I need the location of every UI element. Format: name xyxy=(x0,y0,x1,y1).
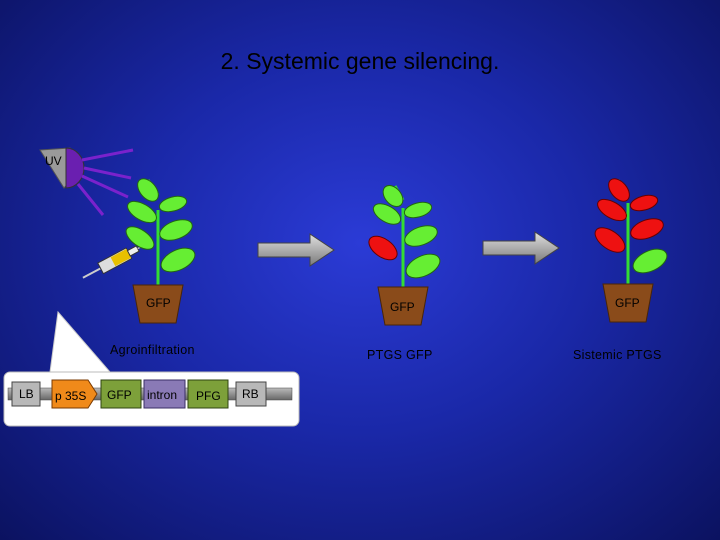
construct-pfg xyxy=(187,379,229,409)
construct-promoter xyxy=(51,379,98,409)
construct-label: intron xyxy=(147,388,177,402)
construct-rb xyxy=(235,381,267,407)
construct-label: p 35S xyxy=(55,389,86,403)
construct-lb xyxy=(11,381,41,407)
caption-systemic-ptgs: Sistemic PTGS xyxy=(573,348,662,362)
uv-label: UV xyxy=(45,154,62,168)
construct-label: PFG xyxy=(196,389,221,403)
construct-intron xyxy=(143,379,186,409)
uv-ray xyxy=(83,166,132,180)
uv-ray xyxy=(81,174,129,199)
pot xyxy=(377,286,429,326)
caption-ptgs-gfp: PTGS GFP xyxy=(367,348,433,362)
uv-lamp-icon: UV xyxy=(39,147,134,216)
construct-label: LB xyxy=(19,387,34,401)
slide-title: 2. Systemic gene silencing. xyxy=(220,48,500,74)
plant-ptgs: GFP xyxy=(368,184,441,326)
pot-label: GFP xyxy=(615,296,640,310)
arrow-right-icon xyxy=(482,231,560,265)
gene-construct: LB p 35S GFP intron PFG RB xyxy=(3,371,300,427)
uv-ray xyxy=(76,183,105,216)
construct-gfp xyxy=(100,379,142,409)
pot-label: GFP xyxy=(390,300,415,314)
plant-gfp: GFP xyxy=(125,178,196,324)
uv-ray xyxy=(81,148,134,162)
construct-label: RB xyxy=(242,387,259,401)
construct-label: GFP xyxy=(107,388,132,402)
pot xyxy=(602,283,654,323)
callout-pointer xyxy=(49,310,112,373)
caption-agroinfiltration: Agroinfiltration xyxy=(110,343,195,357)
plant-systemic: GFP xyxy=(594,178,668,323)
pot-label: GFP xyxy=(146,296,171,310)
arrow-right-icon xyxy=(257,233,335,267)
pot xyxy=(132,284,184,324)
